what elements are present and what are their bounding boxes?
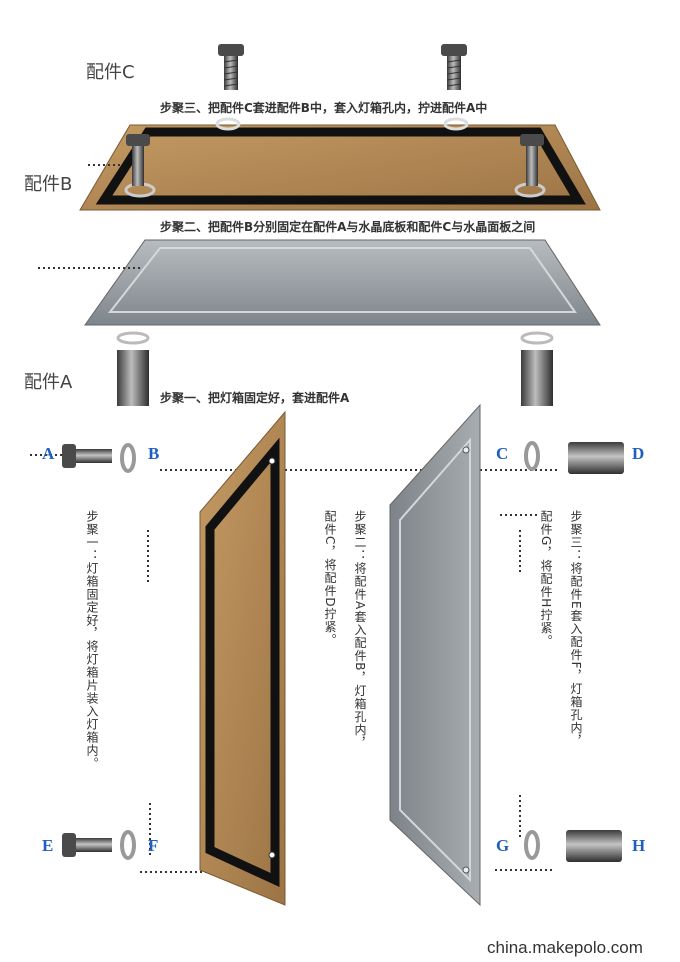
- side-gray-panel: [389, 403, 481, 907]
- vertical-step2-col1: 步聚二：将配件A套入配件B，灯箱孔内，: [353, 510, 367, 750]
- vertical-step3-col2: 配件G，将配件H拧紧。: [539, 510, 553, 648]
- spacer-d: [568, 442, 624, 474]
- vertical-step1: 步聚一：灯箱固定好，将灯箱片装入灯箱内。: [85, 510, 99, 770]
- vertical-step2-col2: 配件C，将配件D拧紧。: [323, 510, 337, 647]
- washer-f: [120, 830, 136, 860]
- washer-g: [524, 830, 540, 860]
- panel-bolt-left: [126, 134, 150, 186]
- letter-a: A: [42, 444, 55, 463]
- washer-b: [120, 443, 136, 473]
- part-a-label: 配件A: [24, 372, 73, 393]
- gray-acrylic-panel: [84, 239, 601, 326]
- part-c-label: 配件C: [86, 62, 135, 83]
- letter-c: C: [496, 444, 509, 463]
- step1-caption: 步聚一、把灯箱固定好，套进配件A: [160, 391, 350, 405]
- step3-caption: 步聚三、把配件C套进配件B中，套入灯箱孔内，拧进配件A中: [160, 101, 488, 115]
- top-bolt-left: [218, 44, 244, 90]
- side-wood-panel: [199, 410, 286, 906]
- bolt-e: [62, 833, 112, 857]
- letter-b: B: [148, 444, 160, 463]
- vertical-step3-col1: 步聚三：将配件E套入配件F，灯箱孔内，: [569, 510, 583, 748]
- letter-g: G: [496, 836, 510, 855]
- letter-d: D: [632, 444, 645, 463]
- spacer-h: [566, 830, 622, 862]
- panel-bolt-right: [520, 134, 544, 186]
- top-wood-panel: [79, 117, 601, 211]
- leader-lines: [30, 164, 560, 873]
- spacer-right: [520, 331, 554, 406]
- watermark: china.makepolo.com: [487, 938, 643, 957]
- part-b-label: 配件B: [24, 174, 73, 195]
- letter-f: F: [148, 836, 159, 855]
- letter-e: E: [42, 836, 54, 855]
- bolt-a: [62, 444, 112, 468]
- spacer-left: [116, 331, 150, 406]
- top-bolt-right: [441, 44, 467, 90]
- step2-caption: 步聚二、把配件B分别固定在配件A与水晶底板和配件C与水晶面板之间: [160, 220, 536, 234]
- letter-h: H: [632, 836, 646, 855]
- washer-c: [524, 441, 540, 471]
